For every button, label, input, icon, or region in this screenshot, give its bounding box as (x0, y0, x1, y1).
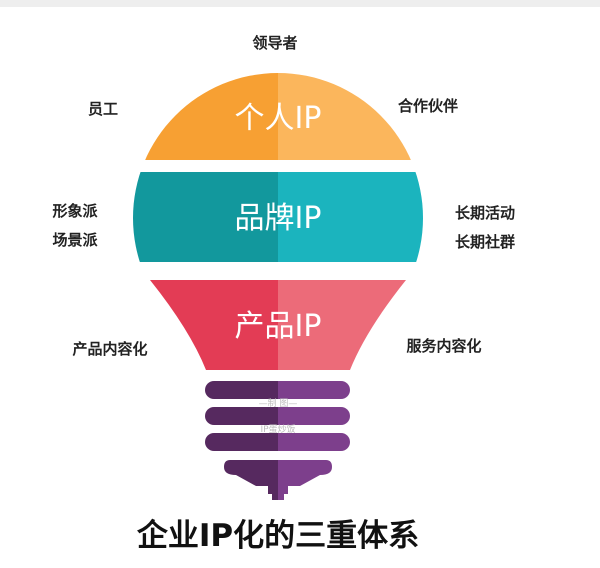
label-scene-school: 场景派 (52, 231, 98, 249)
label-long-term-activity: 长期活动 (455, 204, 515, 222)
product-ip-segment (150, 280, 406, 370)
label-image-school: 形象派 (52, 202, 98, 220)
diagram-title: 企业IP化的三重体系 (137, 518, 419, 554)
watermark-line-2: IP蛋炒饭 (260, 423, 295, 435)
label-leader: 领导者 (251, 34, 297, 52)
personal-ip-label: 个人IP (235, 101, 322, 136)
product-ip-label: 产品IP (235, 309, 322, 344)
label-product-content: 产品内容化 (72, 340, 147, 358)
label-employee: 员工 (88, 100, 118, 118)
brand-ip-label: 品牌IP (235, 201, 322, 236)
brand-ip-segment (133, 172, 423, 262)
bulb-base (205, 381, 350, 500)
label-partner: 合作伙伴 (397, 97, 458, 115)
top-bar (0, 0, 600, 7)
label-long-term-community: 长期社群 (455, 233, 515, 251)
watermark-line-1: —制 图— (259, 397, 298, 409)
label-service-content: 服务内容化 (406, 337, 481, 355)
